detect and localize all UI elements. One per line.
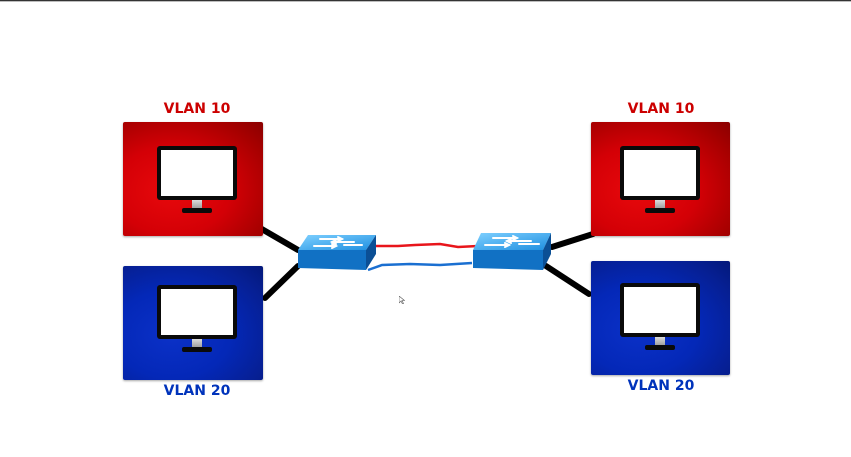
right-vlan10-label: VLAN 10 xyxy=(627,101,695,117)
right-vlan20-label: VLAN 20 xyxy=(627,378,695,394)
left-vlan20-access-cable xyxy=(262,263,301,301)
left-vlan10-host-box xyxy=(123,122,263,236)
top-border-shadow xyxy=(0,1,851,2)
mouse-pointer-icon xyxy=(399,296,405,304)
right-vlan20-access-cable xyxy=(543,263,592,297)
left-vlan10-label: VLAN 10 xyxy=(163,101,231,117)
monitor-icon xyxy=(620,146,700,218)
right-vlan10-access-cable xyxy=(549,231,596,250)
monitor-icon xyxy=(157,146,237,218)
left-vlan10-access-cable xyxy=(257,225,301,253)
switch-icon xyxy=(298,235,376,270)
top-border xyxy=(0,0,851,1)
monitor-icon xyxy=(620,283,700,355)
left-vlan20-host-box xyxy=(123,266,263,380)
left-vlan20-label: VLAN 20 xyxy=(163,383,231,399)
right-vlan20-host-box xyxy=(591,261,730,375)
right-vlan10-host-box xyxy=(591,122,730,236)
monitor-icon xyxy=(157,285,237,357)
trunk-link-vlan20 xyxy=(367,261,473,272)
trunk-link-vlan10 xyxy=(375,242,479,249)
switch-icon xyxy=(473,233,551,270)
